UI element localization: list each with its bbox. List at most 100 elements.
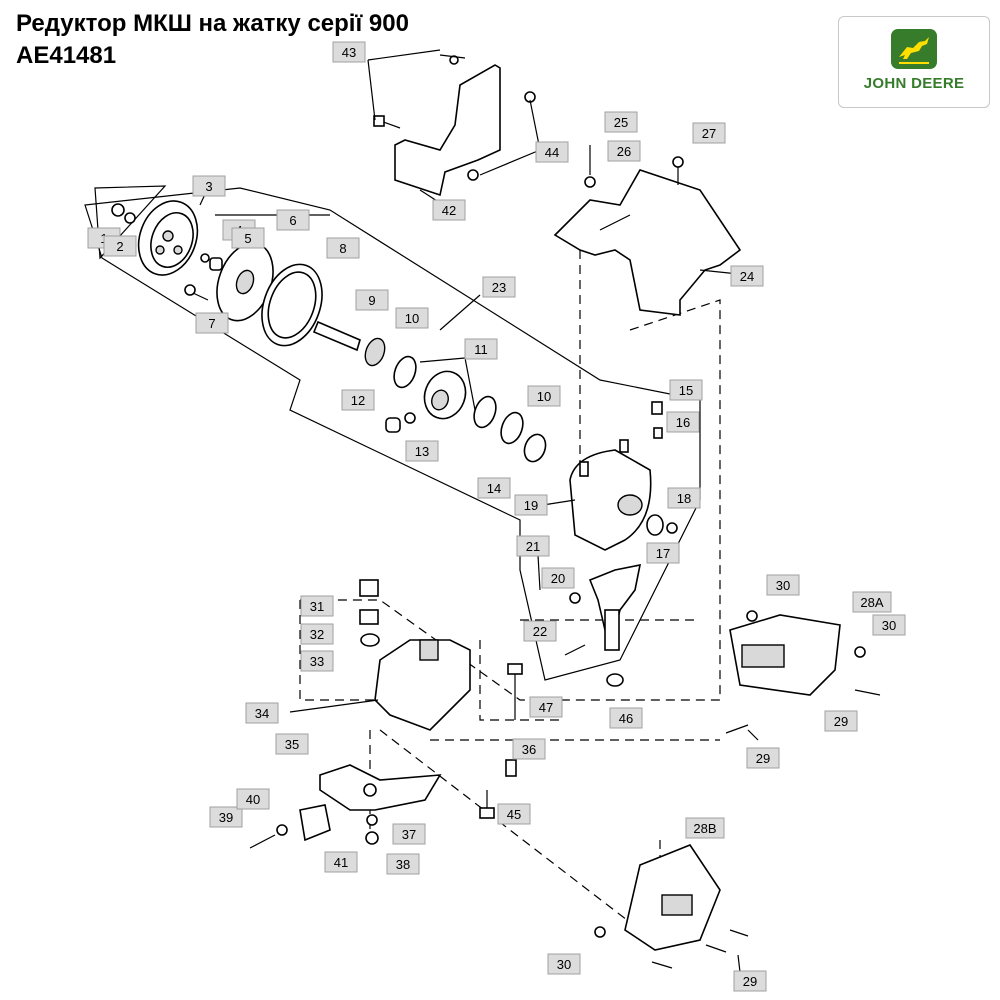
part-callout-label: 30 [882, 618, 896, 633]
part-callout-label: 28B [693, 821, 716, 836]
part-callout-21: 21 [516, 535, 550, 557]
part-callout-label: 28A [860, 595, 883, 610]
deer-icon [891, 29, 937, 69]
part-callout-label: 15 [679, 383, 693, 398]
part-callout-40: 40 [236, 788, 270, 810]
part-callout-label: 19 [524, 498, 538, 513]
part-callout-28b: 28B [685, 817, 725, 839]
part-callout-label: 43 [342, 45, 356, 60]
part-callout-label: 13 [415, 444, 429, 459]
part-callout-6: 6 [276, 209, 310, 231]
page-title: Редуктор МКШ на жатку серії 900 [16, 10, 409, 37]
part-callout-16: 16 [666, 411, 700, 433]
part-callout-label: 40 [246, 792, 260, 807]
part-callout-label: 2 [116, 239, 123, 254]
part-callout-26: 26 [607, 140, 641, 162]
part-callout-45: 45 [497, 803, 531, 825]
part-callout-label: 47 [539, 700, 553, 715]
part-callout-28a: 28A [852, 591, 892, 613]
part-callout-label: 29 [756, 751, 770, 766]
part-callout-35: 35 [275, 733, 309, 755]
part-callout-label: 42 [442, 203, 456, 218]
part-callout-label: 34 [255, 706, 269, 721]
part-callout-24: 24 [730, 265, 764, 287]
part-callout-32: 32 [300, 623, 334, 645]
part-callout-label: 17 [656, 546, 670, 561]
part-callout-label: 3 [205, 179, 212, 194]
part-callout-label: 14 [487, 481, 501, 496]
part-callout-label: 8 [339, 241, 346, 256]
part-callout-17: 17 [646, 542, 680, 564]
part-callout-13: 13 [405, 440, 439, 462]
part-callout-label: 27 [702, 126, 716, 141]
brand-name: JOHN DEERE [863, 75, 965, 92]
part-callout-label: 44 [545, 145, 559, 160]
part-callout-label: 10 [537, 389, 551, 404]
part-callout-29: 29 [733, 970, 767, 992]
part-callout-29: 29 [824, 710, 858, 732]
part-callout-2: 2 [103, 235, 137, 257]
john-deere-logo: JOHN DEERE [838, 16, 990, 108]
part-callout-30: 30 [766, 574, 800, 596]
part-callout-5: 5 [231, 227, 265, 249]
part-callout-label: 22 [533, 624, 547, 639]
part-callout-label: 30 [557, 957, 571, 972]
part-callout-label: 29 [743, 974, 757, 989]
part-number: AE41481 [16, 42, 117, 69]
part-callout-label: 18 [677, 491, 691, 506]
part-callout-label: 46 [619, 711, 633, 726]
part-callout-11: 11 [464, 338, 498, 360]
title-block: Редуктор МКШ на жатку серії 900 AE41481 [16, 8, 409, 72]
part-callout-30: 30 [872, 614, 906, 636]
part-callout-label: 31 [310, 599, 324, 614]
part-callout-label: 11 [474, 342, 488, 357]
part-callout-label: 25 [614, 115, 628, 130]
part-callout-label: 26 [617, 144, 631, 159]
part-callout-label: 16 [676, 415, 690, 430]
part-callout-label: 23 [492, 280, 506, 295]
part-callout-label: 32 [310, 627, 324, 642]
part-callout-label: 35 [285, 737, 299, 752]
part-callout-label: 37 [402, 827, 416, 842]
part-callout-label: 29 [834, 714, 848, 729]
part-callout-41: 41 [324, 851, 358, 873]
part-callout-label: 12 [351, 393, 365, 408]
part-callout-18: 18 [667, 487, 701, 509]
part-callout-22: 22 [523, 620, 557, 642]
part-callout-label: 36 [522, 742, 536, 757]
part-callout-30: 30 [547, 953, 581, 975]
part-callout-47: 47 [529, 696, 563, 718]
part-callout-12: 12 [341, 389, 375, 411]
part-callout-29: 29 [746, 747, 780, 769]
part-callout-3: 3 [192, 175, 226, 197]
part-callout-34: 34 [245, 702, 279, 724]
part-callout-10: 10 [395, 307, 429, 329]
part-callout-20: 20 [541, 567, 575, 589]
part-callout-label: 7 [208, 316, 215, 331]
part-callout-label: 24 [740, 269, 754, 284]
part-callout-27: 27 [692, 122, 726, 144]
part-callout-label: 9 [368, 293, 375, 308]
part-callout-38: 38 [386, 853, 420, 875]
part-callout-37: 37 [392, 823, 426, 845]
part-callout-8: 8 [326, 237, 360, 259]
part-callout-36: 36 [512, 738, 546, 760]
part-callout-label: 21 [526, 539, 540, 554]
part-callout-label: 10 [405, 311, 419, 326]
part-callout-label: 38 [396, 857, 410, 872]
part-callout-7: 7 [195, 312, 229, 334]
part-callout-33: 33 [300, 650, 334, 672]
part-callout-19: 19 [514, 494, 548, 516]
part-callout-label: 45 [507, 807, 521, 822]
part-callout-46: 46 [609, 707, 643, 729]
part-callout-42: 42 [432, 199, 466, 221]
part-callout-14: 14 [477, 477, 511, 499]
part-callout-label: 39 [219, 810, 233, 825]
part-callout-23: 23 [482, 276, 516, 298]
part-callout-39: 39 [209, 806, 243, 828]
part-callout-9: 9 [355, 289, 389, 311]
part-callout-label: 20 [551, 571, 565, 586]
part-callout-label: 41 [334, 855, 348, 870]
part-callout-31: 31 [300, 595, 334, 617]
